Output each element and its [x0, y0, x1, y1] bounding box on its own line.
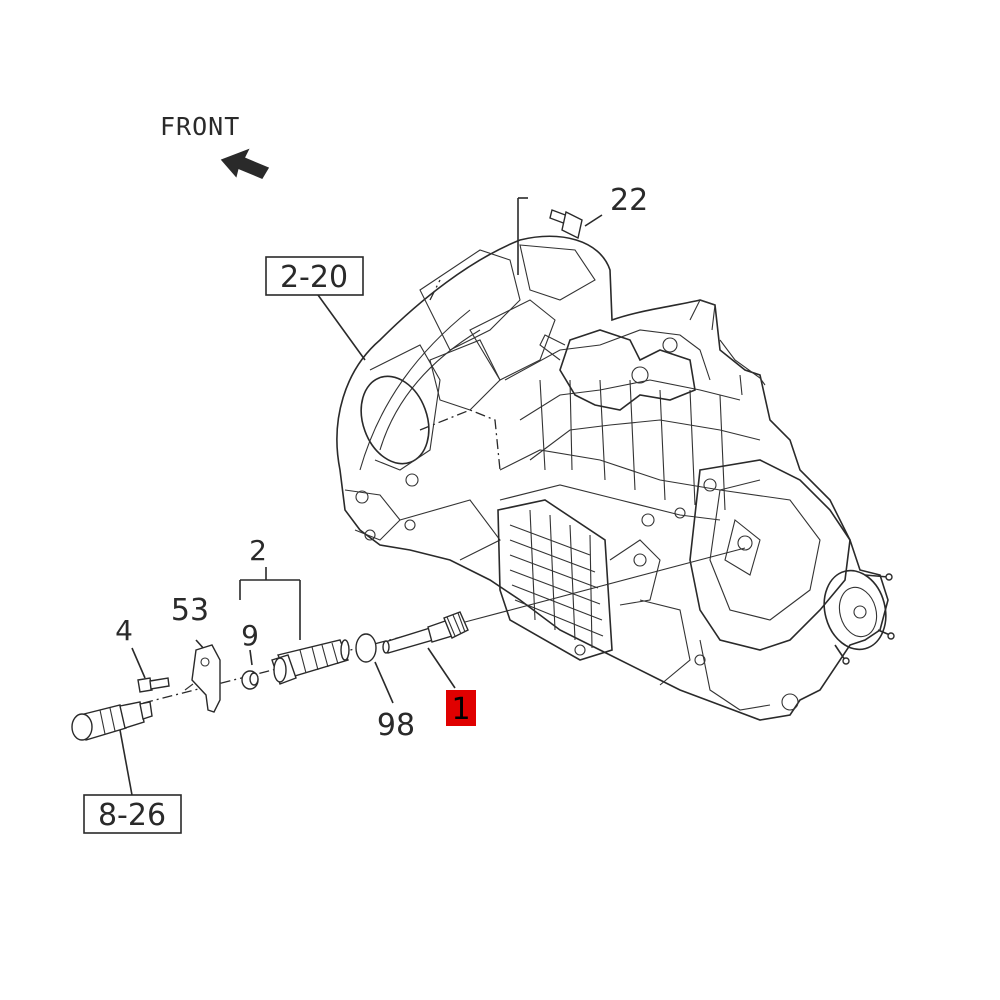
- part-2-sleeve: [271, 639, 350, 685]
- transmission-housing: [336, 235, 895, 721]
- callout-53: 53: [171, 593, 209, 628]
- front-arrow-icon: [220, 148, 270, 179]
- assembly-axis-inner: [464, 547, 746, 623]
- callout-2-20: 2-20: [280, 260, 348, 295]
- callout-22: 22: [610, 183, 648, 218]
- callout-8-26-box: [83, 794, 182, 834]
- callout-98: 98: [377, 708, 415, 743]
- callout-2: 2: [249, 534, 267, 567]
- part-9-seal: [241, 670, 259, 690]
- leader-1: [427, 647, 456, 689]
- part-8-26-sensor: [71, 701, 153, 741]
- front-label: FRONT: [160, 112, 240, 141]
- callout-9: 9: [241, 619, 259, 652]
- bolt-22: [517, 197, 603, 275]
- part-53-lock-plate: [184, 644, 221, 713]
- part-1-gear-shaft: [382, 611, 469, 654]
- callout-1[interactable]: 1: [451, 692, 470, 727]
- leader-4: [131, 647, 146, 679]
- callout-1-highlight[interactable]: [446, 690, 476, 726]
- callout-2-20-box: [265, 256, 364, 296]
- callout-4: 4: [115, 614, 133, 647]
- part-98-o-ring: [355, 633, 377, 663]
- leader-98: [374, 661, 394, 704]
- leader-2: [239, 567, 301, 640]
- leader-2-20: [317, 294, 366, 361]
- callout-8-26: 8-26: [98, 798, 166, 833]
- leader-8-26: [119, 729, 133, 796]
- part-4-bolt: [137, 677, 170, 693]
- leader-9: [249, 649, 253, 666]
